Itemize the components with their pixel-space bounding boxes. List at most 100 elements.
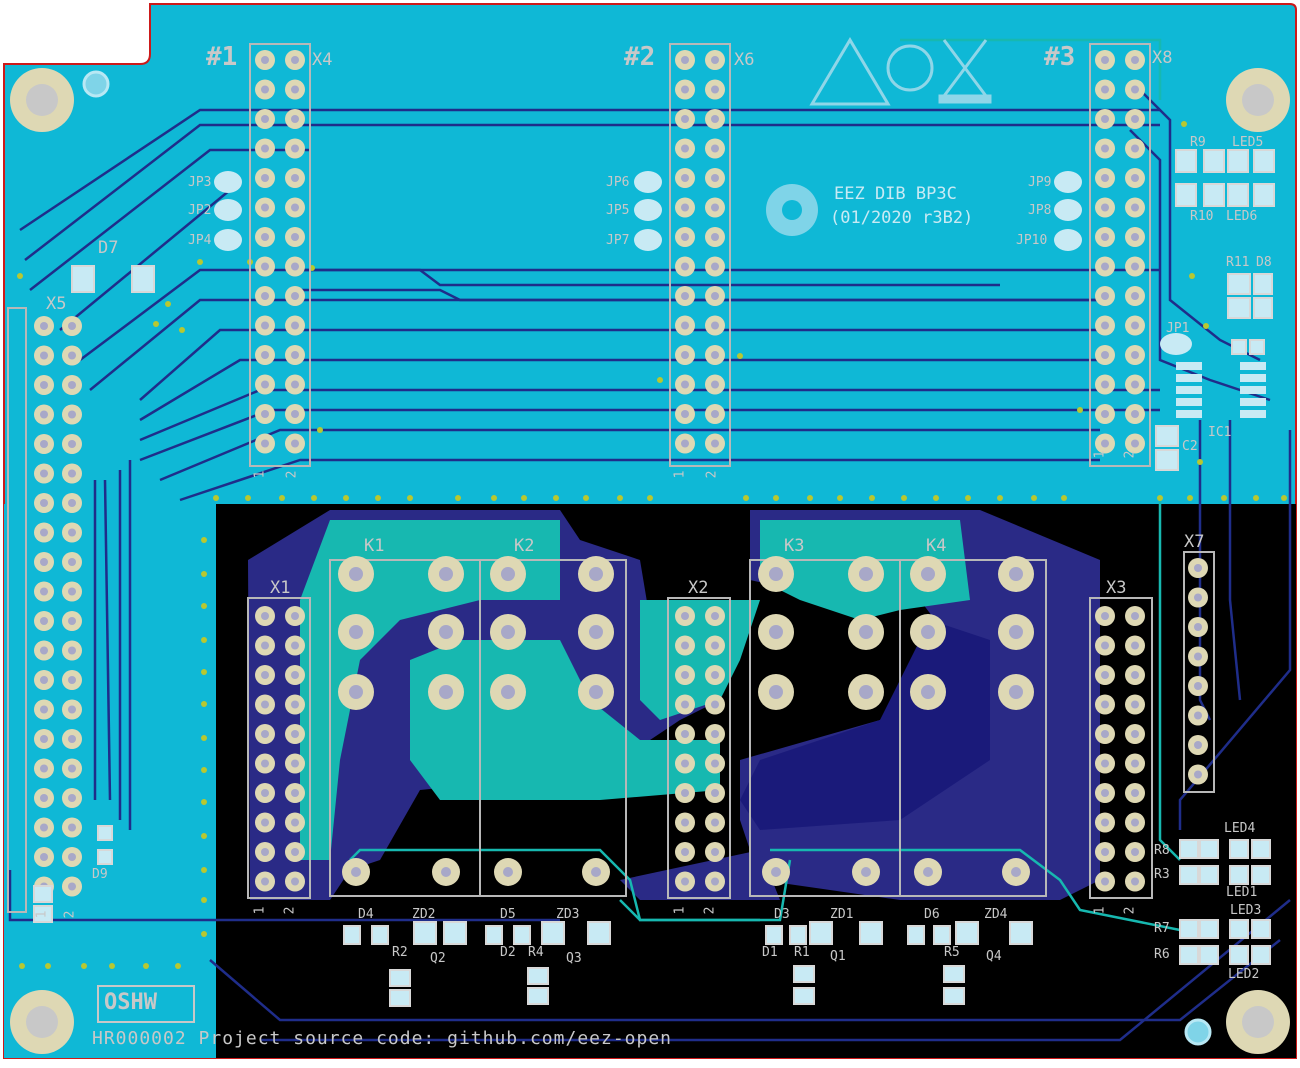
x1-pin1-label: 1 (252, 906, 268, 915)
diode-d3-label: D3 (774, 907, 790, 922)
pad-hole (40, 528, 48, 537)
pad-hole (291, 671, 299, 679)
pad-hole (681, 56, 689, 64)
pad-hole (261, 877, 269, 886)
pad-hole (711, 262, 719, 271)
pad-hole (1131, 203, 1139, 212)
pad-hole (711, 818, 719, 827)
pad-hole (261, 818, 269, 827)
pad-hole (1101, 700, 1109, 709)
x8-pin1-label: 1 (1092, 450, 1108, 459)
x6-pin2-label: 2 (704, 470, 720, 479)
pad-hole (68, 735, 76, 743)
pad-hole (40, 705, 48, 714)
pad-hole (291, 321, 299, 330)
pad-hole (681, 292, 689, 300)
pad-hole (1131, 641, 1139, 650)
connector-x2-label: X2 (688, 578, 709, 598)
pad-hole (291, 174, 299, 182)
transistor-q1-label: Q1 (830, 949, 846, 964)
pad-hole (1101, 144, 1109, 153)
led6-label: LED6 (1226, 209, 1258, 224)
connector-x7-label: X7 (1184, 532, 1205, 552)
pad-hole (711, 671, 719, 679)
pad-hole (681, 671, 689, 679)
pad-hole (1131, 144, 1139, 153)
pad-hole (1101, 641, 1109, 650)
pad-hole (261, 203, 269, 212)
pad-hole (681, 203, 689, 212)
x5-pin1-label: 1 (34, 910, 50, 919)
channel-label-3: #3 (1044, 42, 1076, 72)
pad-hole (1131, 730, 1139, 738)
pad-hole (711, 641, 719, 650)
channel-label-1: #1 (206, 42, 238, 72)
pad-hole (711, 144, 719, 153)
resistor-r1-label: R1 (794, 945, 810, 960)
pad-hole (1131, 877, 1139, 886)
pad-hole (40, 676, 48, 684)
pad-hole (681, 233, 689, 241)
pad-hole (681, 144, 689, 153)
jp5-label: JP5 (606, 203, 630, 218)
oshw-gear-icon (766, 184, 818, 236)
pad-hole (1101, 730, 1109, 738)
pad-hole (40, 410, 48, 419)
pad-hole (261, 351, 269, 359)
pad-hole (261, 115, 269, 123)
diode-d5-label: D5 (500, 907, 516, 922)
diode-d4-label: D4 (358, 907, 374, 922)
pad-hole (261, 56, 269, 64)
x2-pin1-label: 1 (672, 906, 688, 915)
pad-hole (681, 700, 689, 709)
logo-line-2: (01/2020 r3B2) (830, 208, 974, 228)
pad-hole (291, 612, 299, 620)
pad-hole (711, 203, 719, 212)
c2-label: C2 (1182, 439, 1198, 454)
relay-k4-label: K4 (926, 536, 947, 556)
pad-hole (681, 848, 689, 856)
connector-x1-label: X1 (270, 578, 291, 598)
pad-hole (1194, 770, 1202, 779)
mounting-holes (10, 68, 1290, 1054)
pad-hole (681, 759, 689, 768)
pad-hole (1101, 351, 1109, 359)
pad-hole (681, 115, 689, 123)
pad-hole (261, 730, 269, 738)
pad-hole (68, 823, 76, 832)
pad-hole (261, 292, 269, 300)
pad-hole (68, 764, 76, 773)
jp6-label: JP6 (606, 175, 630, 190)
logo-line-1: EEZ DIB BP3C (834, 184, 957, 204)
x6-pin1-label: 1 (672, 470, 688, 479)
pad-hole (40, 587, 48, 596)
pad-hole (40, 440, 48, 448)
traces (8, 89, 1292, 1042)
pad-hole (1101, 85, 1109, 94)
pad-hole (291, 380, 299, 389)
pad-hole (1131, 56, 1139, 64)
pad-hole (1131, 292, 1139, 300)
pad-hole (68, 381, 76, 389)
pad-hole (1101, 612, 1109, 620)
resistor-r6-label: R6 (1154, 947, 1170, 962)
pad-hole (68, 794, 76, 802)
pad-hole (40, 499, 48, 507)
pad-hole (681, 612, 689, 620)
pad-hole (1131, 789, 1139, 797)
pad-hole (1131, 351, 1139, 359)
pad-hole (40, 764, 48, 773)
pad-hole (711, 730, 719, 738)
connector-x8-label: X8 (1152, 48, 1173, 68)
pad-hole (711, 612, 719, 620)
pad-hole (681, 174, 689, 182)
jp10-label: JP10 (1016, 233, 1048, 248)
pad-hole (681, 85, 689, 94)
zener-zd4-label: ZD4 (984, 907, 1008, 922)
pad-hole (291, 730, 299, 738)
pad-hole (261, 612, 269, 620)
transistor-q3-label: Q3 (566, 951, 582, 966)
led1-label: LED1 (1226, 885, 1258, 900)
zener-zd3-label: ZD3 (556, 907, 580, 922)
pad-hole (40, 381, 48, 389)
